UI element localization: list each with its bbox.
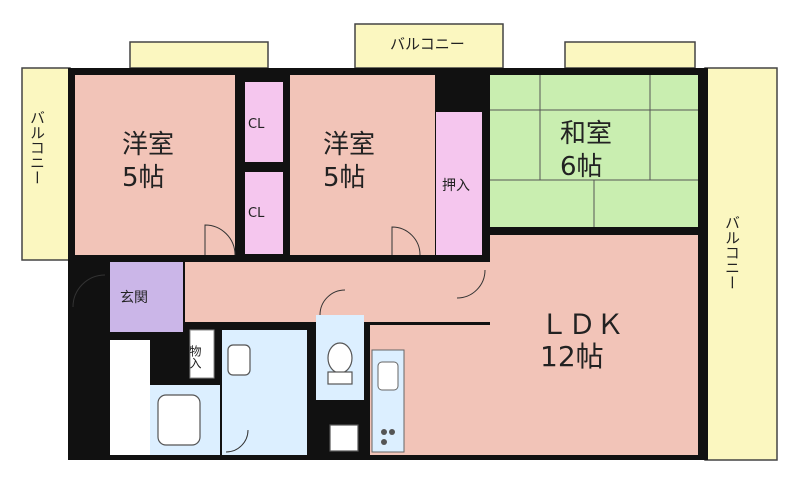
- balcony-left: [21, 67, 71, 261]
- genkan-label: 玄関: [120, 289, 148, 306]
- ldk-size: 12帖: [540, 340, 604, 373]
- balcony-top-label: バルコニー: [390, 35, 465, 53]
- balcony-left-label: バルコニー: [28, 110, 46, 185]
- door-swings: [72, 224, 486, 453]
- stove-burner: [389, 429, 395, 435]
- western-1-size: 5帖: [122, 163, 165, 193]
- closet-1: [245, 82, 283, 162]
- storage: [189, 329, 215, 379]
- ldk-room: [490, 235, 698, 455]
- stove-burner: [381, 429, 387, 435]
- tatami-lines: [490, 75, 698, 227]
- western-2-name: 洋室: [323, 130, 375, 160]
- western-1-name: 洋室: [122, 130, 174, 160]
- entry-space: [110, 340, 150, 455]
- sink: [377, 361, 399, 391]
- oshiire-label: 押入: [442, 178, 470, 194]
- western-2-size: 5帖: [323, 163, 366, 193]
- balcony-right-label: バルコニー: [723, 215, 741, 290]
- balcony-top: [354, 23, 504, 69]
- bathtub: [157, 394, 201, 446]
- closet-1-label: CL: [248, 117, 265, 132]
- oshiire: [436, 112, 482, 255]
- balcony-top-right: [564, 41, 696, 69]
- closet-2-label: CL: [248, 206, 265, 221]
- japanese-name: 和室: [560, 119, 612, 149]
- closet-2: [245, 172, 283, 254]
- toilet-fixture: [327, 342, 353, 374]
- toilet-tank: [327, 371, 353, 385]
- stove-burner: [381, 439, 387, 445]
- balcony-top-left: [129, 41, 269, 69]
- storage-label: 物入: [188, 345, 202, 369]
- western-room-2: [290, 75, 435, 255]
- japanese-size: 6帖: [560, 152, 603, 182]
- balcony-right: [704, 67, 778, 461]
- wash-basin: [227, 344, 251, 376]
- genkan: [110, 262, 183, 332]
- washer-space: [329, 424, 359, 452]
- ldk-name: ＬＤＫ: [540, 308, 624, 341]
